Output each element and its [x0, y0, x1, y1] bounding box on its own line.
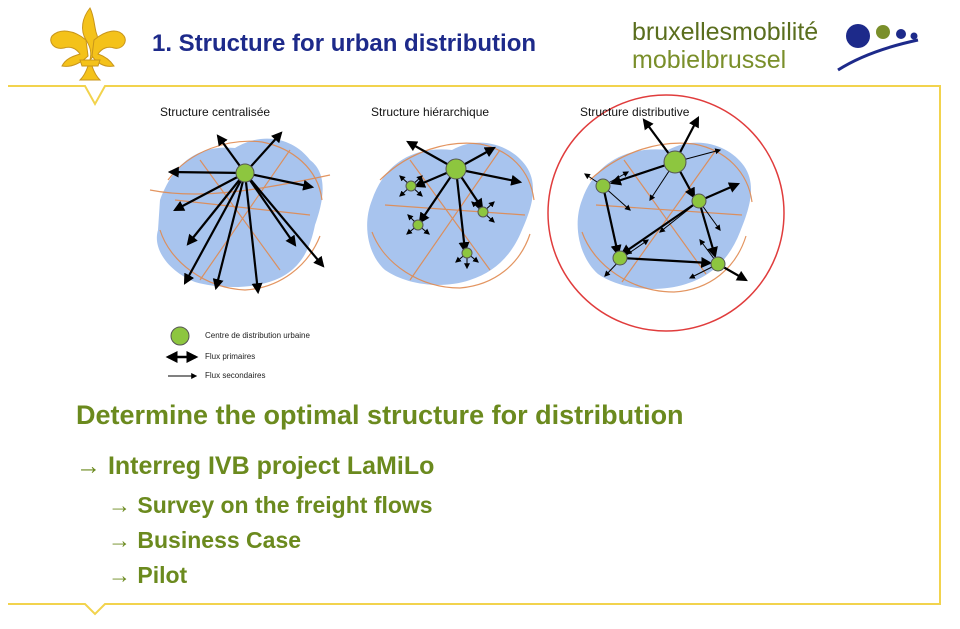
brand-logo-line2: mobielbrussel [632, 46, 787, 74]
brand-logo-line1: bruxellesmobilité [632, 18, 819, 46]
legend-symbols [165, 326, 199, 379]
legend-secondary-label: Flux secondaires [205, 371, 266, 380]
sub-bullet-pilot: → Pilot [108, 562, 188, 588]
sub-bullet-survey: → Survey on the freight flows [108, 492, 433, 518]
bullet-main: → Interreg IVB project LaMiLo [76, 452, 435, 480]
diagram-title-centralized: Structure centralisée [160, 105, 271, 119]
map-centralized [149, 131, 331, 295]
legend-center-label: Centre de distribution urbaine [205, 331, 310, 340]
legend-primary-label: Flux primaires [205, 352, 256, 361]
slide-title: 1. Structure for urban distribution [152, 30, 537, 57]
main-heading: Determine the optimal structure for dist… [76, 400, 684, 430]
sub-bullet-business-case: → Business Case [108, 527, 302, 553]
diagram-title-distributive: Structure distributive [580, 105, 690, 119]
map-hierarchical [367, 140, 535, 289]
brand-logo-text: bruxellesmobilité mobielbrussel [632, 18, 818, 74]
diagram-title-hierarchical: Structure hiérarchique [371, 105, 490, 119]
map-distributive [547, 94, 785, 332]
